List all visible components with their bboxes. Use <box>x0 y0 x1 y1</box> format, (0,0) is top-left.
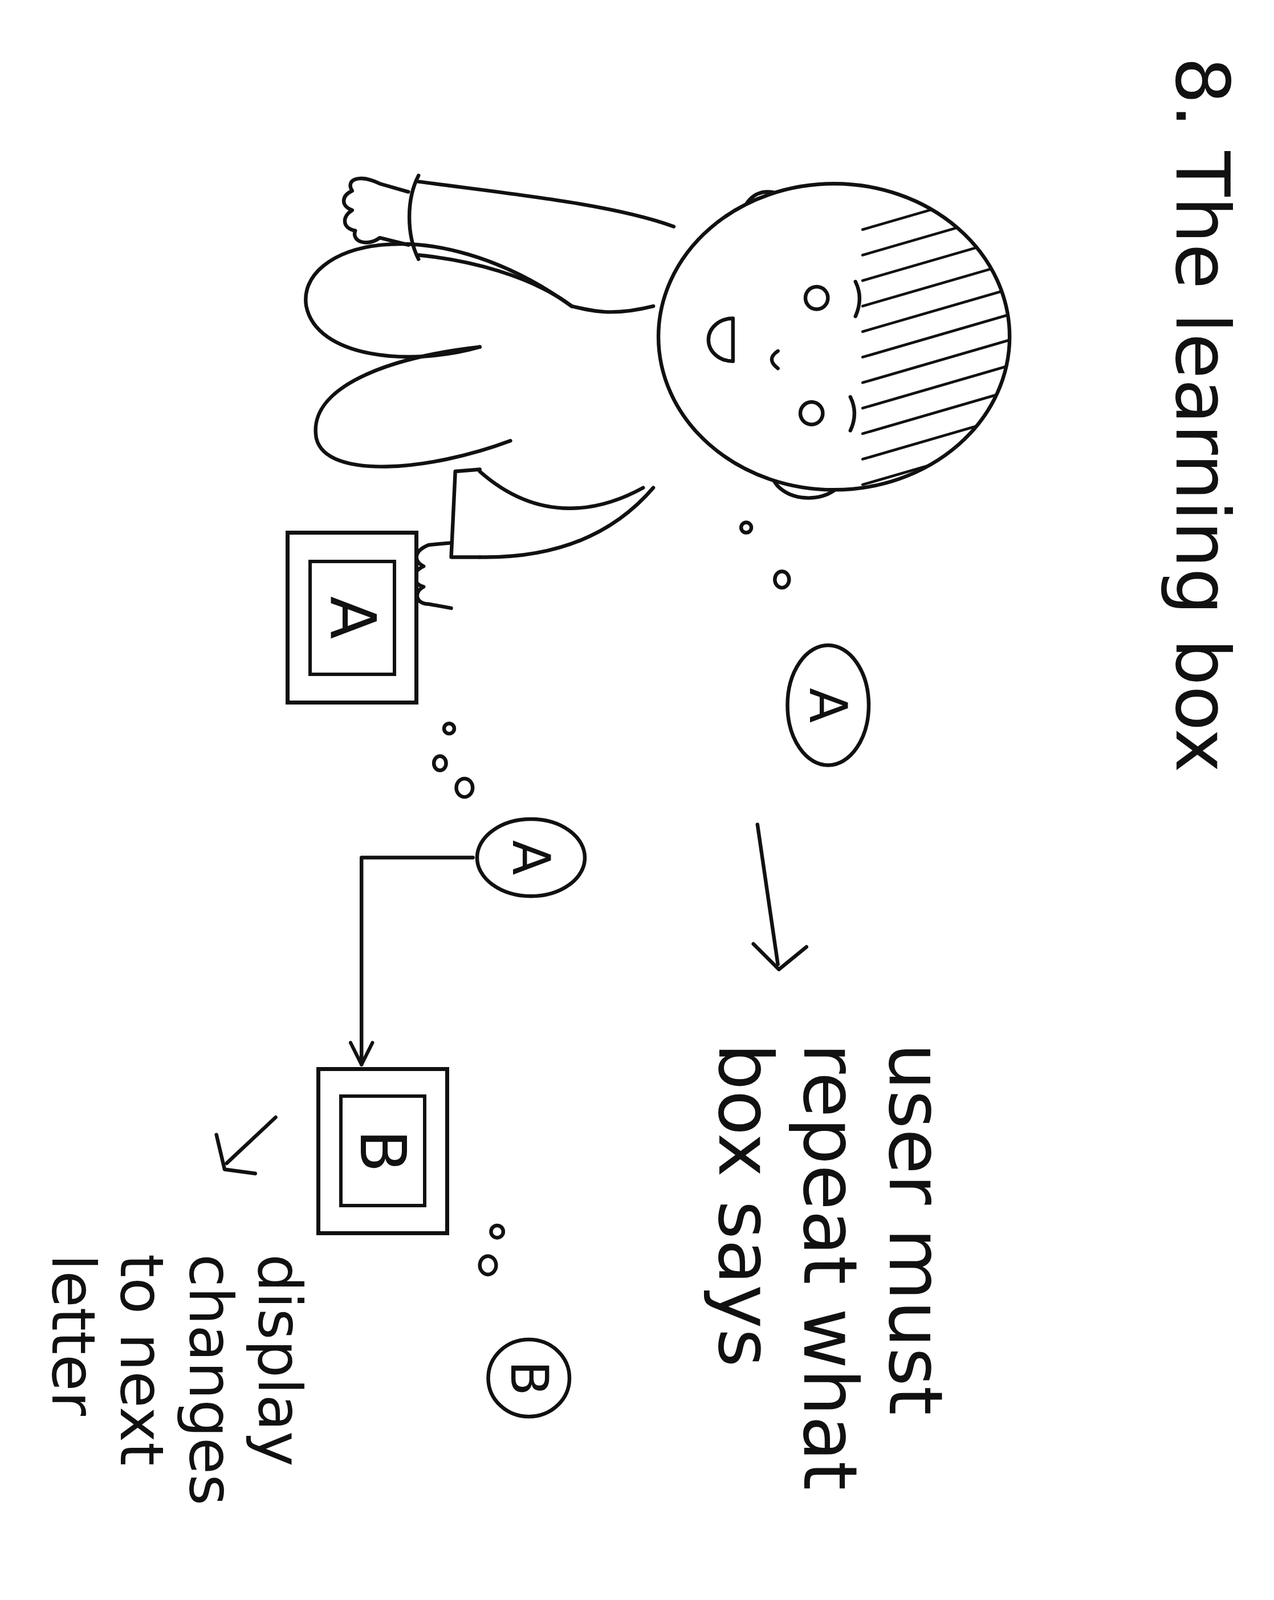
speech-dot <box>490 1225 503 1238</box>
letter-display-box: A <box>285 530 419 704</box>
sleeve-cuff <box>451 469 480 557</box>
hand <box>414 542 451 609</box>
speech-bubble: B <box>485 1337 572 1419</box>
hair-stroke <box>862 362 1021 409</box>
head <box>658 183 1010 490</box>
hair-stroke <box>862 311 1021 358</box>
mouth <box>708 318 734 362</box>
nose <box>771 351 779 369</box>
eyebrow <box>855 281 860 317</box>
speech-dot <box>479 1256 497 1275</box>
flow-arrow <box>361 857 473 1065</box>
bubble-ellipse <box>787 645 869 766</box>
bubble-ellipse <box>487 1339 570 1417</box>
speech-dot <box>433 756 446 771</box>
speech-dot <box>741 522 752 533</box>
bubble-ellipse <box>477 819 585 897</box>
speech-dot <box>444 723 455 734</box>
display-screen: B <box>339 1094 427 1208</box>
eyebrow <box>850 396 855 431</box>
display-text: A <box>320 596 384 639</box>
hair-stroke <box>862 336 1021 384</box>
bubble-text: A <box>802 688 854 724</box>
letter: A <box>505 840 557 876</box>
arm-outline <box>418 181 674 227</box>
display-text: B <box>351 1129 414 1173</box>
eye <box>800 401 823 425</box>
hair-stroke <box>862 438 1021 486</box>
sleeve-cuff <box>409 175 419 260</box>
hair-stroke <box>862 285 1021 332</box>
letter: A <box>802 688 854 724</box>
hair-hatching <box>862 183 1021 485</box>
hair-stroke <box>862 234 1021 282</box>
speech-bubble: A <box>784 642 871 768</box>
hand <box>343 178 409 246</box>
arm-outline <box>479 471 644 509</box>
arrow-head <box>753 943 807 970</box>
body-outline <box>571 306 654 312</box>
hair-stroke <box>862 209 1021 256</box>
arrow-head <box>216 1134 256 1174</box>
hair-stroke <box>862 259 1021 307</box>
arm-outline <box>479 487 654 558</box>
annotation-note: user must repeat what box says <box>702 1043 959 1557</box>
bubble-text: B <box>503 1360 555 1396</box>
letter-display-box: B <box>316 1067 450 1236</box>
arrow-shaft <box>226 1117 276 1164</box>
hair-stroke <box>862 387 1021 434</box>
letter: B <box>351 1129 414 1173</box>
speech-dot <box>774 571 789 589</box>
hair-stroke <box>862 413 1021 460</box>
eye <box>805 286 828 309</box>
bubble-text: A <box>505 840 557 876</box>
knee <box>315 347 511 467</box>
hair-stroke <box>862 183 1021 230</box>
arrow-shaft <box>757 824 779 964</box>
letter: A <box>320 596 384 639</box>
letter: B <box>503 1360 555 1396</box>
knee <box>305 243 572 357</box>
annotation-note: display changes to next letter <box>38 1254 314 1540</box>
page-title: 8. The learning box <box>1161 57 1243 773</box>
speech-dot <box>456 778 474 797</box>
speech-bubble: A <box>474 816 588 899</box>
display-screen: A <box>308 559 397 677</box>
